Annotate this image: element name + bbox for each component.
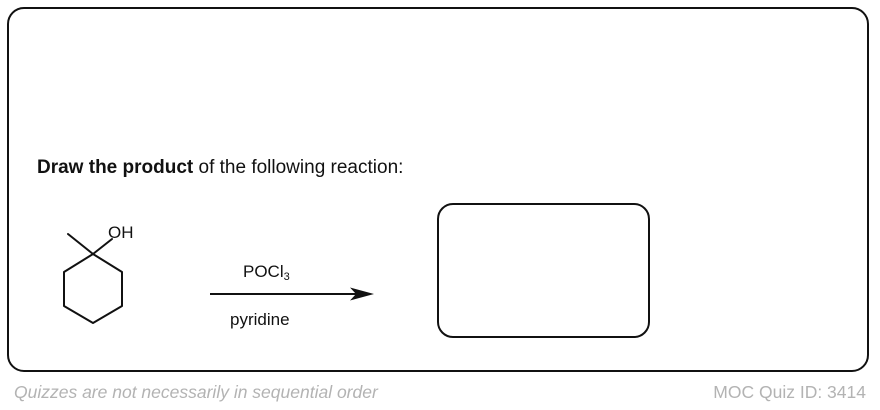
reagent-subscript: 3 [283, 271, 290, 283]
hydroxyl-label: OH [108, 223, 134, 242]
reaction-arrow [210, 287, 374, 301]
reagent-above-arrow: POCl3 [243, 262, 290, 283]
question-prompt-bold: Draw the product [37, 157, 194, 178]
question-prompt: Draw the product of the following reacti… [37, 156, 403, 180]
hydroxyl-bond [92, 238, 113, 255]
reactant-structure: OH [63, 223, 134, 324]
reagent-below-arrow: pyridine [230, 310, 290, 329]
question-prompt-rest: of the following reaction: [193, 157, 404, 178]
product-answer-box[interactable] [437, 203, 650, 338]
quiz-id-label: MOC Quiz ID: 3414 [713, 382, 866, 402]
footer-disclaimer: Quizzes are not necessarily in sequentia… [14, 382, 378, 402]
methyl-bond [67, 233, 94, 255]
reagent-main: POCl [243, 262, 284, 281]
cyclohexane-ring [63, 253, 123, 324]
